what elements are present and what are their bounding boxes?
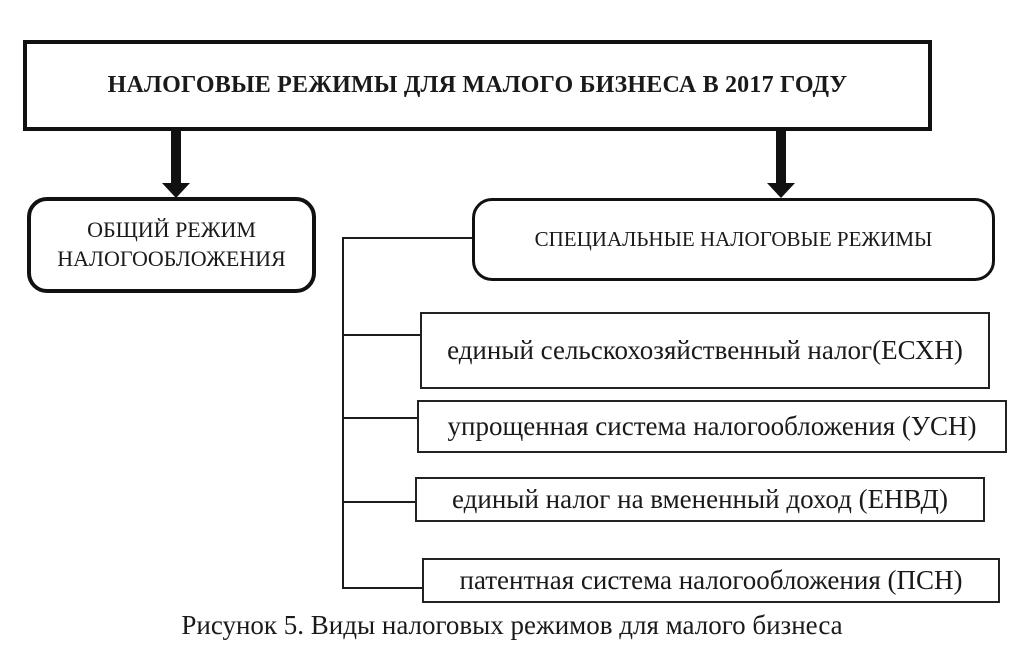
- arrow-shaft: [776, 130, 786, 185]
- connector-branch-eshn: [342, 334, 420, 336]
- connector-branch-psn: [342, 587, 422, 589]
- envd-label: единый налог на вмененный доход (ЕНВД): [452, 483, 948, 514]
- node-psn: патентная система налогообложения (ПСН): [422, 558, 1000, 603]
- arrow-down-icon: [162, 183, 190, 198]
- general-regime-label: ОБЩИЙ РЕЖИМ НАЛОГООБЛОЖЕНИЯ: [57, 217, 286, 271]
- connector-branch-envd: [342, 501, 415, 503]
- eshn-label: единый сельскохозяйственный налог(ЕСХН): [447, 334, 963, 365]
- node-usn: упрощенная система налогообложения (УСН): [417, 400, 1007, 453]
- arrow-down-icon: [767, 183, 795, 198]
- psn-label: патентная система налогообложения (ПСН): [459, 564, 963, 595]
- connector-vertical-line: [342, 237, 344, 589]
- special-regimes-label: СПЕЦИАЛЬНЫЕ НАЛОГОВЫЕ РЕЖИМЫ: [534, 226, 933, 251]
- connector-to-special-node: [342, 237, 472, 239]
- node-envd: единый налог на вмененный доход (ЕНВД): [415, 477, 985, 522]
- node-general-regime: ОБЩИЙ РЕЖИМ НАЛОГООБЛОЖЕНИЯ: [27, 197, 316, 293]
- connector-branch-usn: [342, 417, 417, 419]
- arrow-shaft: [171, 130, 181, 185]
- usn-label: упрощенная система налогообложения (УСН): [447, 410, 977, 441]
- node-tax-regimes-root: НАЛОГОВЫЕ РЕЖИМЫ ДЛЯ МАЛОГО БИЗНЕСА В 20…: [23, 40, 932, 131]
- node-eshn: единый сельскохозяйственный налог(ЕСХН): [420, 312, 990, 389]
- node-special-regimes: СПЕЦИАЛЬНЫЕ НАЛОГОВЫЕ РЕЖИМЫ: [472, 198, 995, 281]
- root-node-label: НАЛОГОВЫЕ РЕЖИМЫ ДЛЯ МАЛОГО БИЗНЕСА В 20…: [107, 71, 848, 98]
- figure-caption: Рисунок 5. Виды налоговых режимов для ма…: [181, 610, 843, 640]
